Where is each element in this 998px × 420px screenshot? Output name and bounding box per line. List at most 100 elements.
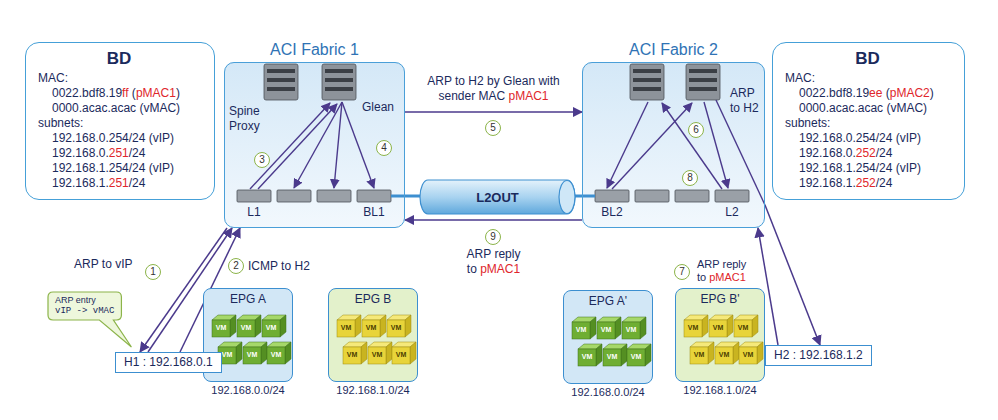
arrow-connector	[405, 111, 582, 113]
node-text: VM	[387, 323, 405, 332]
node-text: VM	[362, 323, 380, 332]
text-part: pMAC1	[709, 271, 746, 283]
leaf-switch	[675, 190, 709, 202]
node-text: EPG A	[204, 292, 292, 307]
node-text: MAC:	[785, 71, 950, 86]
node-text: VM	[603, 352, 621, 361]
node-text: 0022.bdf8.19ff (pMAC1)	[38, 86, 200, 101]
node-text: VM	[739, 350, 757, 359]
text-part: pMAC1	[480, 262, 520, 276]
bridge-domain-box: BDMAC:0022.bdf8.19ff (pMAC1)0000.acac.ac…	[25, 42, 215, 200]
node-text: VM	[572, 325, 590, 334]
flow-arrow	[334, 102, 342, 188]
text-part: )	[176, 86, 180, 100]
spine-switch	[630, 64, 664, 100]
spine-slot	[689, 69, 717, 73]
node-text: ACI Fabric 1	[225, 41, 404, 59]
text-label: ARP reply to pMAC1	[697, 258, 753, 284]
node-text: subnets:	[785, 116, 950, 131]
vm-cube: VM	[337, 315, 361, 337]
text-part: 192.168.1.	[52, 176, 109, 190]
leaf-switch	[277, 190, 311, 202]
node-text: VM	[622, 325, 640, 334]
vm-cube: VM	[690, 342, 714, 364]
text-part: 192.168.0.	[52, 146, 109, 160]
node-text: VM	[578, 352, 596, 361]
vm-cube: VM	[343, 342, 367, 364]
node-text: VM	[734, 323, 752, 332]
flow-arrow	[294, 102, 342, 188]
spine-slot	[267, 87, 295, 91]
text-label: L1	[247, 205, 260, 220]
node-text: 192.168.0.0/24	[539, 385, 677, 400]
text-part: pMAC2	[890, 86, 930, 100]
node-text: L2OUT	[476, 190, 519, 205]
node-text: VM	[212, 323, 230, 332]
node-text: EPG A'	[564, 294, 652, 309]
text-part: /24	[876, 146, 893, 160]
node-text: EPG B'	[676, 292, 764, 307]
epg-box: EPG A'192.168.0.0/24VMVMVMVMVMVM	[563, 290, 653, 384]
vm-cube: VM	[387, 315, 411, 337]
node-text: subnets:	[38, 116, 200, 131]
flow-arrow	[716, 100, 765, 205]
node-text: VM	[267, 350, 285, 359]
node-text: MAC:	[38, 71, 200, 86]
node-text: ACI Fabric 2	[583, 41, 764, 59]
vm-cube: VM	[212, 315, 236, 337]
leaf-switch	[237, 190, 271, 202]
node-text: EPG B	[329, 292, 417, 307]
edge-label: ARP to H2 by Glean with sender MAC pMAC1	[419, 74, 569, 104]
l2out-cylinder: L2OUT	[420, 180, 575, 214]
text-label: BL2	[601, 205, 622, 220]
text-part: /24	[129, 176, 146, 190]
callout-number: 5	[485, 120, 501, 136]
node-text: VM	[684, 323, 702, 332]
text-label: L2	[725, 205, 738, 220]
node-text: 0022.bdf8.19ee (pMAC2)	[785, 86, 950, 101]
callout-number: 7	[674, 264, 690, 280]
node-text: VM	[243, 350, 261, 359]
flow-arrow	[342, 102, 374, 188]
node-text: H1 : 192.168.0.1	[124, 355, 213, 370]
node-text: VM	[715, 350, 733, 359]
bridge-domain-box: BDMAC:0022.bdf8.19ee (pMAC2)0000.acac.ac…	[772, 42, 965, 200]
spine-slot	[267, 78, 295, 82]
text-part: 251	[109, 146, 129, 160]
leaf-switch	[595, 190, 629, 202]
arrow-connector	[765, 205, 820, 345]
cable	[391, 195, 405, 198]
text-part: (	[882, 86, 889, 100]
node-text: H2 : 192.168.1.2	[774, 348, 863, 363]
text-part: pMAC1	[136, 86, 176, 100]
callout-number: 6	[688, 122, 704, 138]
spine-slot	[325, 87, 353, 91]
callout-number: 3	[254, 152, 270, 168]
node-text: 192.168.1.251/24	[38, 176, 200, 191]
node-text: VM	[597, 325, 615, 334]
cable-connector	[405, 195, 420, 198]
text-part: pMAC1	[509, 89, 549, 103]
vm-cube: VM	[603, 344, 627, 366]
vm-cube: VM	[684, 315, 708, 337]
node-text: VM	[627, 352, 645, 361]
vm-cube: VM	[627, 344, 651, 366]
node-text: BD	[38, 48, 200, 70]
host-box: H2 : 192.168.1.2	[765, 345, 872, 366]
text-label: BL1	[363, 205, 384, 220]
leaf-switch	[357, 190, 391, 202]
node-text: 192.168.1.252/24	[785, 176, 950, 191]
vm-cube: VM	[392, 342, 416, 364]
node-text: VM	[343, 350, 361, 359]
vm-cube: VM	[572, 317, 596, 339]
callout-number: 4	[376, 140, 392, 156]
cable-connector	[575, 195, 582, 198]
vm-cube: VM	[368, 342, 392, 364]
node-text: 192.168.1.0/24	[651, 383, 789, 398]
text-label: Glean	[362, 100, 394, 115]
node-text: VM	[709, 323, 727, 332]
flow-arrow	[704, 102, 728, 188]
callout-bubble: ARP entryvIP -> vMAC	[48, 292, 121, 320]
text-part: 192.168.0.	[799, 146, 856, 160]
flow-arrow	[258, 104, 337, 189]
